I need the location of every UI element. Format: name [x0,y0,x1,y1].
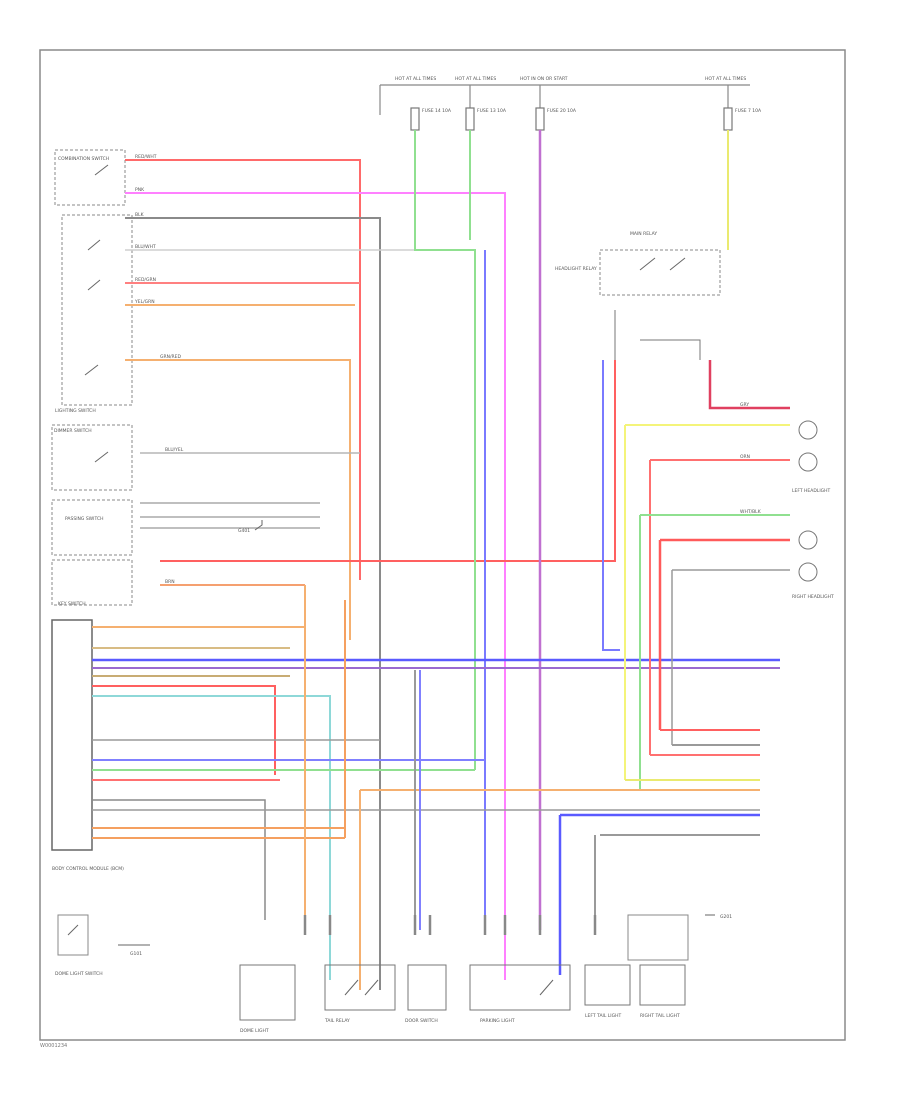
component-labels: COMBINATION SWITCH LIGHTING SWITCH DIMME… [52,156,834,1034]
headlight-relay-label: HEADLIGHT RELAY [555,266,597,272]
main-relay-label: MAIN RELAY [630,231,657,237]
combination-switch-box [54,149,126,206]
tail-relay-label: TAIL RELAY [324,1018,350,1024]
parking-light-label: PARKING LIGHT [480,1018,515,1024]
wire-label: WHT/BLK [740,509,762,515]
right-tail-label: RIGHT TAIL LIGHT [640,1013,680,1019]
left-components [51,149,133,956]
passing-switch-label: PASSING SWITCH [65,516,103,522]
dome-light-switch-label: DOME LIGHT SWITCH [55,971,103,977]
fuse-bus [379,84,750,131]
wire-red [125,159,361,580]
ground-labels: G401 G201 G101 [130,528,732,957]
wire-blue [602,360,620,651]
fuse-name: FUSE 20 10A [547,108,577,114]
dimmer-switch-box [51,424,133,491]
right-tail-box [639,964,686,1006]
fuse-symbol [410,107,420,131]
fuse-name: FUSE 13 10A [477,108,507,114]
fuse-label: HOT AT ALL TIMES [455,76,496,82]
wire-label: RED/GRN [135,277,156,283]
fuse-symbol [723,107,733,131]
fuse-name: FUSE 7 10A [735,108,762,114]
lamp-icon [798,420,818,440]
combination-switch-label: COMBINATION SWITCH [58,156,109,162]
wire-red [160,360,616,562]
fuse-name: FUSE 14 10A [422,108,452,114]
lighting-switch-label: LIGHTING SWITCH [55,408,96,414]
wire-label: RED/WHT [135,154,157,160]
dimmer-switch-label: DIMMER SWITCH [54,428,92,434]
wire-teal [92,695,331,980]
bottom-components [239,914,689,1021]
wires [92,130,790,990]
wire-label: ORN [740,454,750,460]
bcm-box [51,619,93,851]
fuse-symbol [465,107,475,131]
dome-light-box [239,964,296,1021]
lamps [798,420,818,582]
bcm-label: BODY CONTROL MODULE (BCM) [52,866,124,872]
door-switch-label: DOOR SWITCH [405,1018,438,1024]
wire-label: GRY [740,402,749,408]
door-switch-box [407,964,447,1011]
fuse-label: HOT AT ALL TIMES [705,76,746,82]
fuse-label: HOT IN ON OR START [520,76,568,82]
wire-label: BLU/WHT [135,244,156,250]
dome-light-switch-box [57,914,89,956]
wire-black [125,217,381,990]
fuse-symbol [535,107,545,131]
wire-pink [125,192,506,980]
lamp-icon [798,562,818,582]
wire-gray [92,799,266,920]
diagram-frame [39,49,846,1041]
passing-switch-box [51,499,133,556]
wire-label: BLK [135,212,145,218]
connectors [303,915,597,935]
wire-label: BLU/YEL [165,447,184,453]
fuse-labels: HOT AT ALL TIMES HOT AT ALL TIMES HOT IN… [395,76,762,114]
wire-red [92,685,276,775]
left-tail-box [584,964,631,1006]
wire-green [414,130,476,770]
wire-label: PNK [135,187,145,193]
lamp-icon [798,452,818,472]
dome-light-label: DOME LIGHT [240,1028,269,1034]
wire-label: YEL/GRN [134,299,155,305]
diagram-code: W0001234 [40,1043,68,1049]
fuse-label: HOT AT ALL TIMES [395,76,436,82]
grounds [118,520,715,946]
ground-label: G101 [130,951,142,957]
key-switch-box [51,559,133,606]
headlight-relay [599,249,721,360]
parking-relay-box [469,964,571,1011]
left-headlight-label: LEFT HEADLIGHT [792,488,831,494]
ground-label: G401 [238,528,250,534]
lamp-icon [798,530,818,550]
wire-label: GRN/RED [160,354,181,360]
key-switch-label: KEY SWITCH [58,601,86,607]
lighting-switch-box [61,214,133,406]
wire-labels: RED/WHT PNK BLK BLU/WHT RED/GRN YEL/GRN … [134,154,762,585]
wire-label: BRN [165,579,175,585]
ground-label: G201 [720,914,732,920]
wire-red [708,360,790,410]
tail-relay-box [324,964,396,1011]
right-headlight-label: RIGHT HEADLIGHT [792,594,834,600]
wire-orange [125,359,351,640]
left-tail-label: LEFT TAIL LIGHT [585,1013,621,1019]
